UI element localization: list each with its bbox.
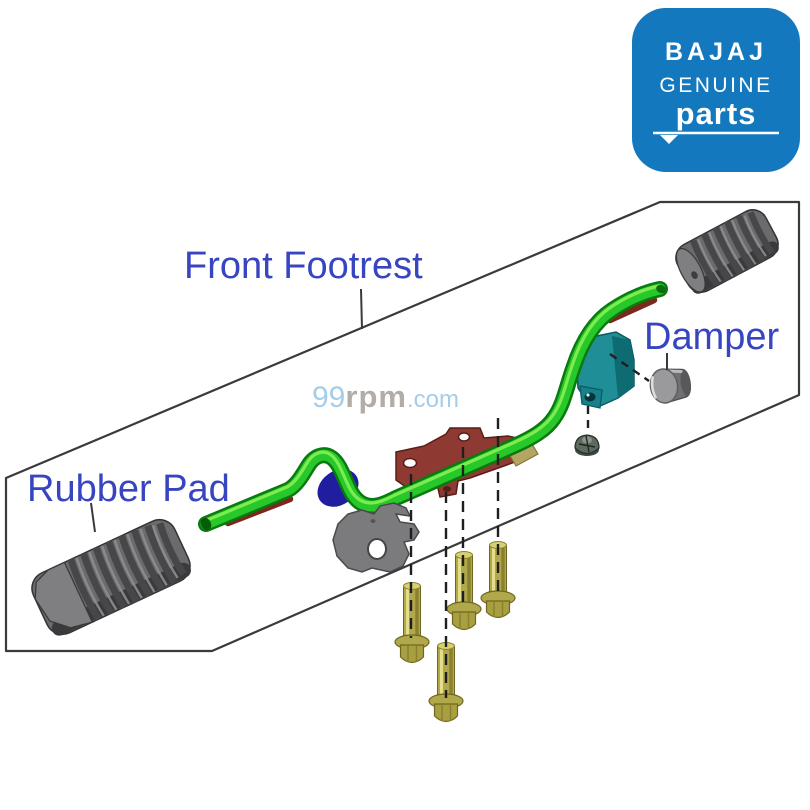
dashed-line-damper [609, 353, 650, 382]
footrest-bar-body [200, 283, 666, 530]
logo-parts-text: parts [675, 96, 757, 131]
assembly-dashed-lines [409, 353, 650, 698]
rubber-pad-right-ribs [690, 211, 775, 287]
logo-underline-arrow-icon [653, 131, 779, 144]
label-rubber-pad: Rubber Pad [27, 468, 230, 510]
rubber-pad-right [675, 209, 779, 294]
watermark-rpm: rpm [345, 379, 407, 414]
support-plate [332, 502, 420, 573]
bracket-hole-bottom [443, 486, 451, 492]
flange-bolt-1 [394, 582, 430, 664]
red-streak-right [606, 296, 658, 324]
rubber-pad-left [31, 518, 191, 636]
support-plate-body [332, 502, 420, 573]
push-nut [574, 434, 600, 456]
bracket-hole-left [402, 457, 418, 469]
label-damper: Damper [644, 316, 780, 358]
rubber-pad-right-hole [691, 271, 698, 279]
footrest-bar [198, 281, 668, 532]
rubber-pad-left-ribs [67, 522, 187, 622]
support-plate-hole [367, 538, 387, 560]
footrest-bar-highlight [203, 284, 661, 523]
footrest-bar-left-end [200, 517, 212, 531]
label-leader-lines [90, 288, 668, 533]
damper-face-highlight [650, 376, 657, 399]
push-nut-slits [578, 435, 596, 453]
rubber-pad-left-rib-highlights [75, 525, 179, 617]
rubber-pad-left-face [34, 561, 94, 629]
support-plate-dot [370, 519, 376, 523]
perspective-panel-border [4, 200, 801, 653]
damper-cylinder-end [680, 370, 692, 396]
rubber-pad-right-face [675, 247, 706, 293]
damper-part [649, 368, 692, 404]
footrest-bar-right-end [656, 284, 666, 294]
logo-brand-text: BAJAJ [665, 38, 767, 66]
damper-bracket [575, 331, 635, 409]
bajaj-genuine-parts-logo: BAJAJ GENUINE parts [632, 8, 800, 172]
rubber-pad-right-rib-highlights [697, 215, 767, 283]
damper-bracket-hole [584, 392, 596, 402]
damper-bracket-shade [612, 336, 634, 398]
leader-rubber-pad [90, 502, 96, 533]
logo-genuine-text: GENUINE [659, 74, 773, 97]
watermark: 99rpm.com [312, 379, 459, 415]
damper-face [649, 368, 679, 404]
label-front-footrest: Front Footrest [184, 245, 423, 287]
watermark-99: 99 [312, 381, 346, 414]
leader-front-footrest [360, 288, 363, 330]
watermark-com: .com [406, 386, 459, 413]
damper-bracket-glint [586, 393, 590, 397]
bracket-hole-top [457, 432, 471, 442]
